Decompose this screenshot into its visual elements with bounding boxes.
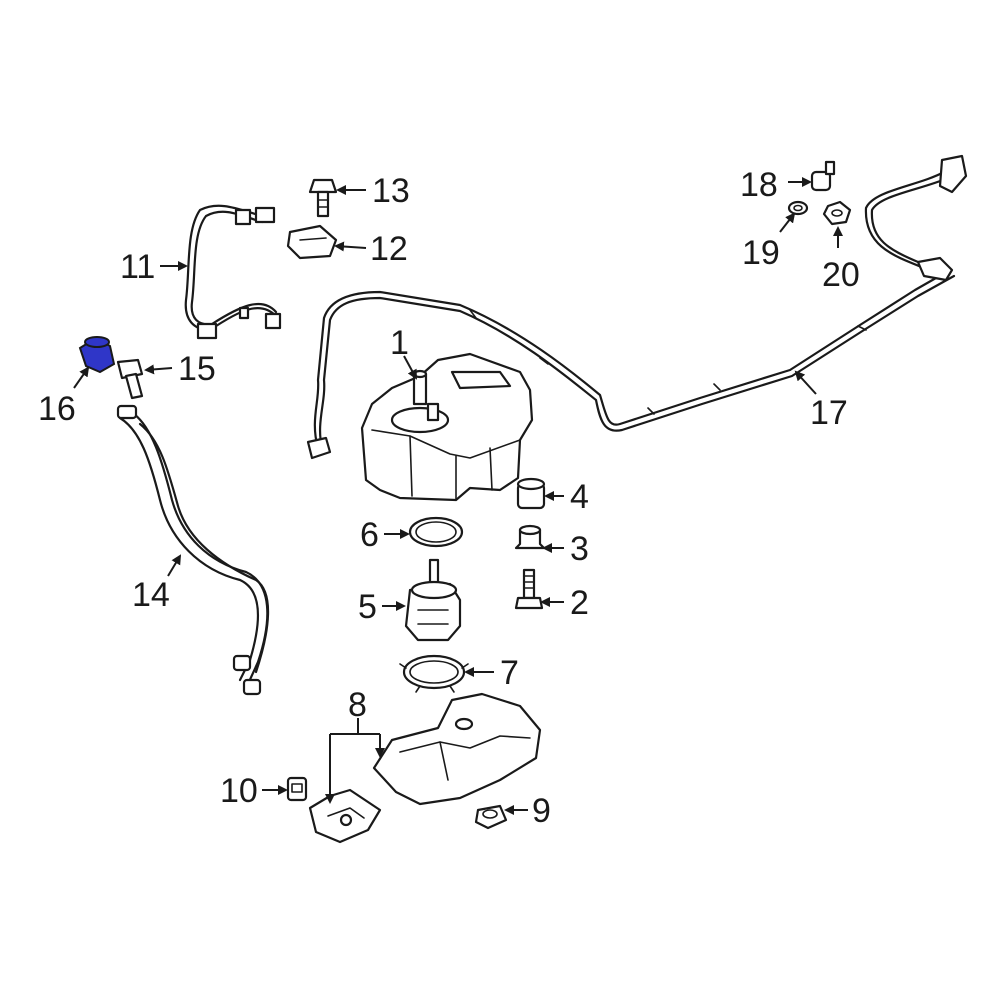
callout-9: 9 bbox=[532, 792, 551, 830]
part-9-nut[interactable] bbox=[474, 804, 508, 830]
part-12-bracket[interactable] bbox=[286, 224, 338, 260]
callout-2: 2 bbox=[570, 584, 589, 622]
part-2-bolt[interactable] bbox=[514, 568, 544, 610]
callout-7: 7 bbox=[500, 654, 519, 692]
part-4-bushing[interactable] bbox=[516, 477, 546, 510]
part-19-washer[interactable] bbox=[787, 200, 809, 216]
callout-5: 5 bbox=[358, 588, 377, 626]
callout-15: 15 bbox=[178, 350, 216, 388]
callout-20: 20 bbox=[822, 256, 860, 294]
tank-top-pad bbox=[450, 370, 512, 390]
part-14-filler-pipe[interactable] bbox=[116, 404, 270, 696]
callout-14: 14 bbox=[132, 576, 170, 614]
callout-17: 17 bbox=[810, 394, 848, 432]
part-1-fuel-tank[interactable] bbox=[360, 352, 534, 502]
part-17-vapor-line[interactable] bbox=[306, 154, 968, 460]
part-5-fuel-pump[interactable] bbox=[404, 558, 462, 642]
part-7-lock-ring[interactable] bbox=[399, 654, 469, 693]
callout-11: 11 bbox=[120, 248, 155, 286]
part-20-nut[interactable] bbox=[822, 200, 852, 226]
callout-10: 10 bbox=[220, 772, 258, 810]
part-6-gasket[interactable] bbox=[408, 516, 464, 548]
part-18-fitting[interactable] bbox=[810, 160, 836, 192]
callout-12: 12 bbox=[370, 230, 408, 268]
callout-19: 19 bbox=[742, 234, 780, 272]
part-10-clip[interactable] bbox=[286, 776, 308, 802]
callout-13: 13 bbox=[372, 172, 410, 210]
part-16-cap-highlighted[interactable] bbox=[78, 336, 116, 374]
vapor-line-end-connector bbox=[938, 154, 968, 194]
callout-6: 6 bbox=[360, 516, 379, 554]
callout-4: 4 bbox=[570, 478, 589, 516]
callout-8: 8 bbox=[348, 686, 367, 724]
leader-lines bbox=[73, 177, 843, 815]
part-11-wire-harness[interactable] bbox=[184, 204, 282, 340]
part-15-bolt[interactable] bbox=[116, 358, 144, 400]
part-3-plug[interactable] bbox=[514, 524, 546, 550]
callout-18: 18 bbox=[740, 166, 778, 204]
callout-16: 16 bbox=[38, 390, 76, 428]
callout-1: 1 bbox=[390, 324, 409, 362]
callout-3: 3 bbox=[570, 530, 589, 568]
part-13-bolt[interactable] bbox=[308, 178, 338, 218]
callout-labels: 1 2 3 4 5 6 7 8 9 10 11 12 13 14 15 16 1… bbox=[38, 166, 860, 830]
